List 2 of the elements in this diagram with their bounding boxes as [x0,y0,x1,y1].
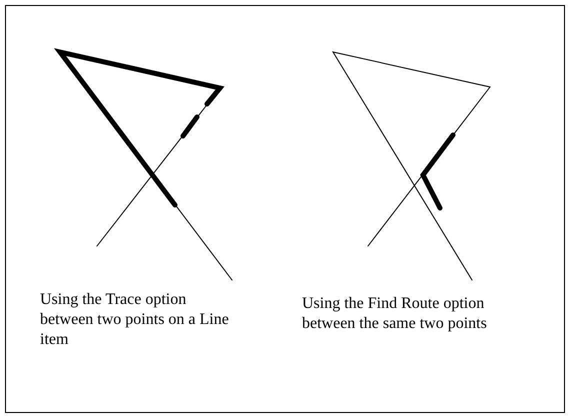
caption: Using the Trace option between two points on a Line item [40,290,230,350]
caption: Using the Find Route option between the same two points [302,294,488,334]
